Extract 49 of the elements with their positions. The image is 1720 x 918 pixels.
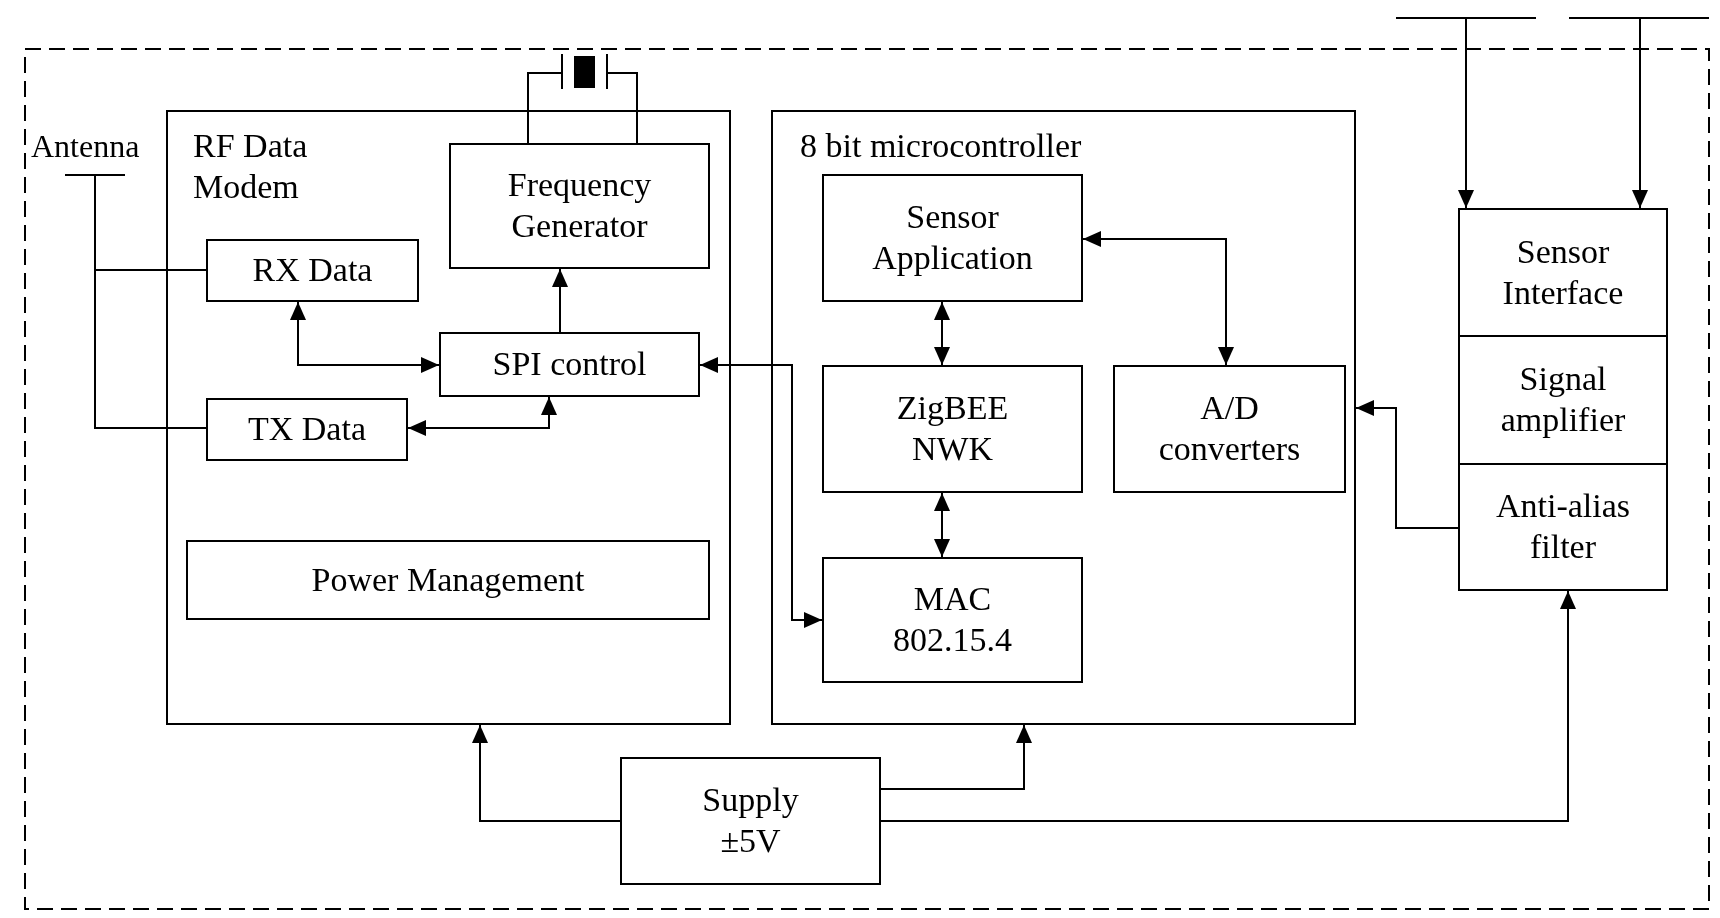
module-frame bbox=[771, 110, 1356, 725]
arrow bbox=[934, 301, 950, 366]
block-label: Power Management bbox=[311, 559, 585, 600]
block-label: RX Data bbox=[252, 250, 373, 291]
function-block bbox=[206, 398, 408, 461]
arrow bbox=[1355, 400, 1459, 529]
terminal-line bbox=[1396, 17, 1536, 19]
arrow bbox=[1458, 18, 1474, 209]
block-label: Sensor Application bbox=[871, 197, 1034, 278]
crystal-symbol bbox=[561, 53, 608, 90]
function-block bbox=[449, 143, 710, 269]
connector-line bbox=[607, 72, 638, 144]
terminal-line bbox=[1569, 17, 1709, 19]
function-block bbox=[206, 239, 419, 302]
function-block bbox=[1458, 335, 1668, 465]
function-block bbox=[620, 757, 881, 885]
function-block bbox=[822, 557, 1083, 683]
arrow bbox=[880, 590, 1576, 822]
arrow bbox=[407, 396, 557, 436]
arrow bbox=[1632, 18, 1648, 209]
function-block bbox=[439, 332, 700, 397]
block-label: A/D converters bbox=[1157, 388, 1302, 469]
function-block bbox=[1458, 463, 1668, 591]
arrow bbox=[934, 492, 950, 558]
arrow bbox=[472, 724, 621, 822]
function-block bbox=[822, 174, 1083, 302]
function-block bbox=[186, 540, 710, 620]
function-block bbox=[1113, 365, 1346, 493]
block-label: Frequency Generator bbox=[506, 165, 653, 246]
block-label: Supply ±5V bbox=[701, 780, 800, 861]
block-label: MAC 802.15.4 bbox=[892, 579, 1013, 660]
arrow bbox=[1082, 231, 1234, 366]
arrow bbox=[552, 268, 568, 333]
block-label: Sensor Interface bbox=[1501, 231, 1625, 313]
function-block bbox=[1458, 208, 1668, 337]
module-frame bbox=[166, 110, 731, 725]
arrow bbox=[880, 724, 1032, 790]
block-label: Anti-alias filter bbox=[1494, 486, 1632, 567]
arrow bbox=[699, 357, 823, 628]
connector-line bbox=[94, 175, 207, 429]
module-heading: 8 bit microcontroller bbox=[800, 126, 1082, 166]
connector-line bbox=[527, 72, 562, 144]
module-heading: RF Data Modem bbox=[193, 126, 309, 207]
block-label: Signal amplifier bbox=[1499, 359, 1627, 440]
block-label: TX Data bbox=[248, 409, 366, 450]
arrow bbox=[290, 301, 440, 373]
block-label: ZigBEE NWK bbox=[895, 388, 1010, 469]
function-block bbox=[822, 365, 1083, 493]
block-label: SPI control bbox=[492, 344, 647, 385]
